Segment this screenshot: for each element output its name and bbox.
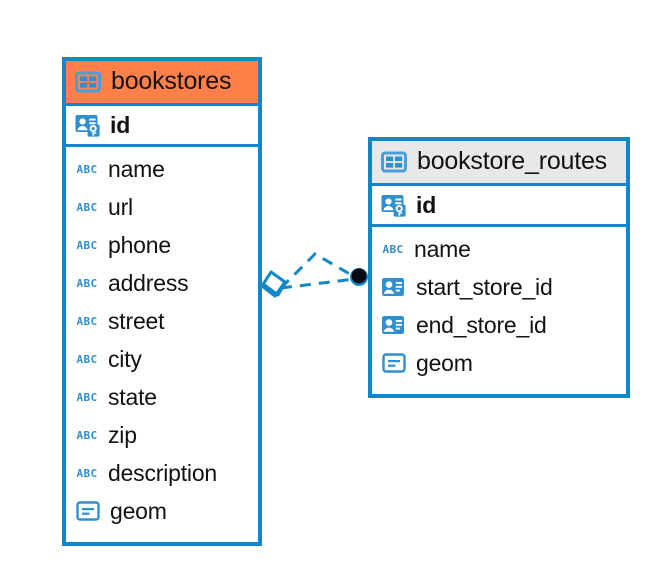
field-row-id[interactable]: id <box>66 106 258 144</box>
entity-table-bookstore-routes[interactable]: bookstore_routes id <box>368 137 630 398</box>
field-row-address[interactable]: ABC address <box>66 264 258 302</box>
entity-header-bookstore-routes[interactable]: bookstore_routes <box>372 141 626 186</box>
abc-text-icon: ABC <box>382 243 403 256</box>
geometry-icon <box>76 501 100 521</box>
svg-text:ABC: ABC <box>76 391 97 404</box>
field-row-street[interactable]: ABC street <box>66 302 258 340</box>
field-row-id[interactable]: id <box>372 186 626 224</box>
field-row-name[interactable]: ABC name <box>66 150 258 188</box>
primary-key-group-bookstore-routes: id <box>372 186 626 227</box>
primary-key-icon <box>381 195 406 217</box>
svg-text:ABC: ABC <box>76 201 97 214</box>
field-row-description[interactable]: ABC description <box>66 454 258 492</box>
abc-text-icon: ABC <box>76 429 97 442</box>
abc-text-icon: ABC <box>76 353 97 366</box>
abc-text-icon: ABC <box>76 315 97 328</box>
foreign-key-icon <box>382 316 404 334</box>
field-label-start-store-id: start_store_id <box>416 273 553 300</box>
field-row-geom[interactable]: geom <box>66 492 258 530</box>
field-row-phone[interactable]: ABC phone <box>66 226 258 264</box>
field-label-url: url <box>108 193 133 220</box>
svg-text:ABC: ABC <box>76 163 97 176</box>
field-row-state[interactable]: ABC state <box>66 378 258 416</box>
field-list-bookstore-routes: ABC name start_store_id <box>372 227 626 382</box>
geometry-icon <box>382 353 406 373</box>
field-row-name[interactable]: ABC name <box>372 230 626 268</box>
field-row-start-store-id[interactable]: start_store_id <box>372 268 626 306</box>
primary-key-icon <box>75 115 100 137</box>
field-label-city: city <box>108 345 142 372</box>
field-label-id: id <box>110 111 131 138</box>
svg-text:ABC: ABC <box>382 243 403 256</box>
abc-text-icon: ABC <box>76 163 97 176</box>
entity-table-bookstores[interactable]: bookstores id <box>62 57 262 546</box>
field-label-zip: zip <box>108 421 137 448</box>
svg-text:ABC: ABC <box>76 467 97 480</box>
relationship-line-end-store-id[interactable] <box>280 277 356 290</box>
field-list-bookstores: ABC name ABC url ABC phone ABC <box>66 147 258 530</box>
field-row-end-store-id[interactable]: end_store_id <box>372 306 626 344</box>
entity-header-bookstores[interactable]: bookstores <box>66 61 258 106</box>
field-label-geom: geom <box>110 497 167 524</box>
filled-dot-icon <box>350 268 368 286</box>
svg-text:ABC: ABC <box>76 239 97 252</box>
entity-title-bookstores: bookstores <box>111 67 232 95</box>
abc-text-icon: ABC <box>76 201 97 214</box>
field-row-zip[interactable]: ABC zip <box>66 416 258 454</box>
field-label-id: id <box>416 191 437 218</box>
relationship-line-start-store-id[interactable] <box>279 252 356 290</box>
abc-text-icon: ABC <box>76 239 97 252</box>
abc-text-icon: ABC <box>76 277 97 290</box>
table-grid-icon <box>381 151 407 172</box>
field-label-name: name <box>108 155 165 182</box>
field-label-state: state <box>108 383 157 410</box>
diamond-crowsfoot-icon <box>260 270 287 298</box>
field-label-end-store-id: end_store_id <box>416 311 547 338</box>
svg-text:ABC: ABC <box>76 315 97 328</box>
primary-key-group-bookstores: id <box>66 106 258 147</box>
abc-text-icon: ABC <box>76 467 97 480</box>
field-label-phone: phone <box>108 231 171 258</box>
svg-text:ABC: ABC <box>76 277 97 290</box>
field-label-description: description <box>108 459 218 486</box>
svg-text:ABC: ABC <box>76 353 97 366</box>
entity-title-bookstore-routes: bookstore_routes <box>417 147 607 175</box>
svg-text:ABC: ABC <box>76 429 97 442</box>
field-label-street: street <box>108 307 165 334</box>
foreign-key-icon <box>382 278 404 296</box>
abc-text-icon: ABC <box>76 391 97 404</box>
field-label-geom: geom <box>416 349 473 376</box>
field-row-url[interactable]: ABC url <box>66 188 258 226</box>
field-row-city[interactable]: ABC city <box>66 340 258 378</box>
field-label-address: address <box>108 269 189 296</box>
field-label-name: name <box>414 235 471 262</box>
field-row-geom[interactable]: geom <box>372 344 626 382</box>
table-grid-icon <box>75 71 101 92</box>
